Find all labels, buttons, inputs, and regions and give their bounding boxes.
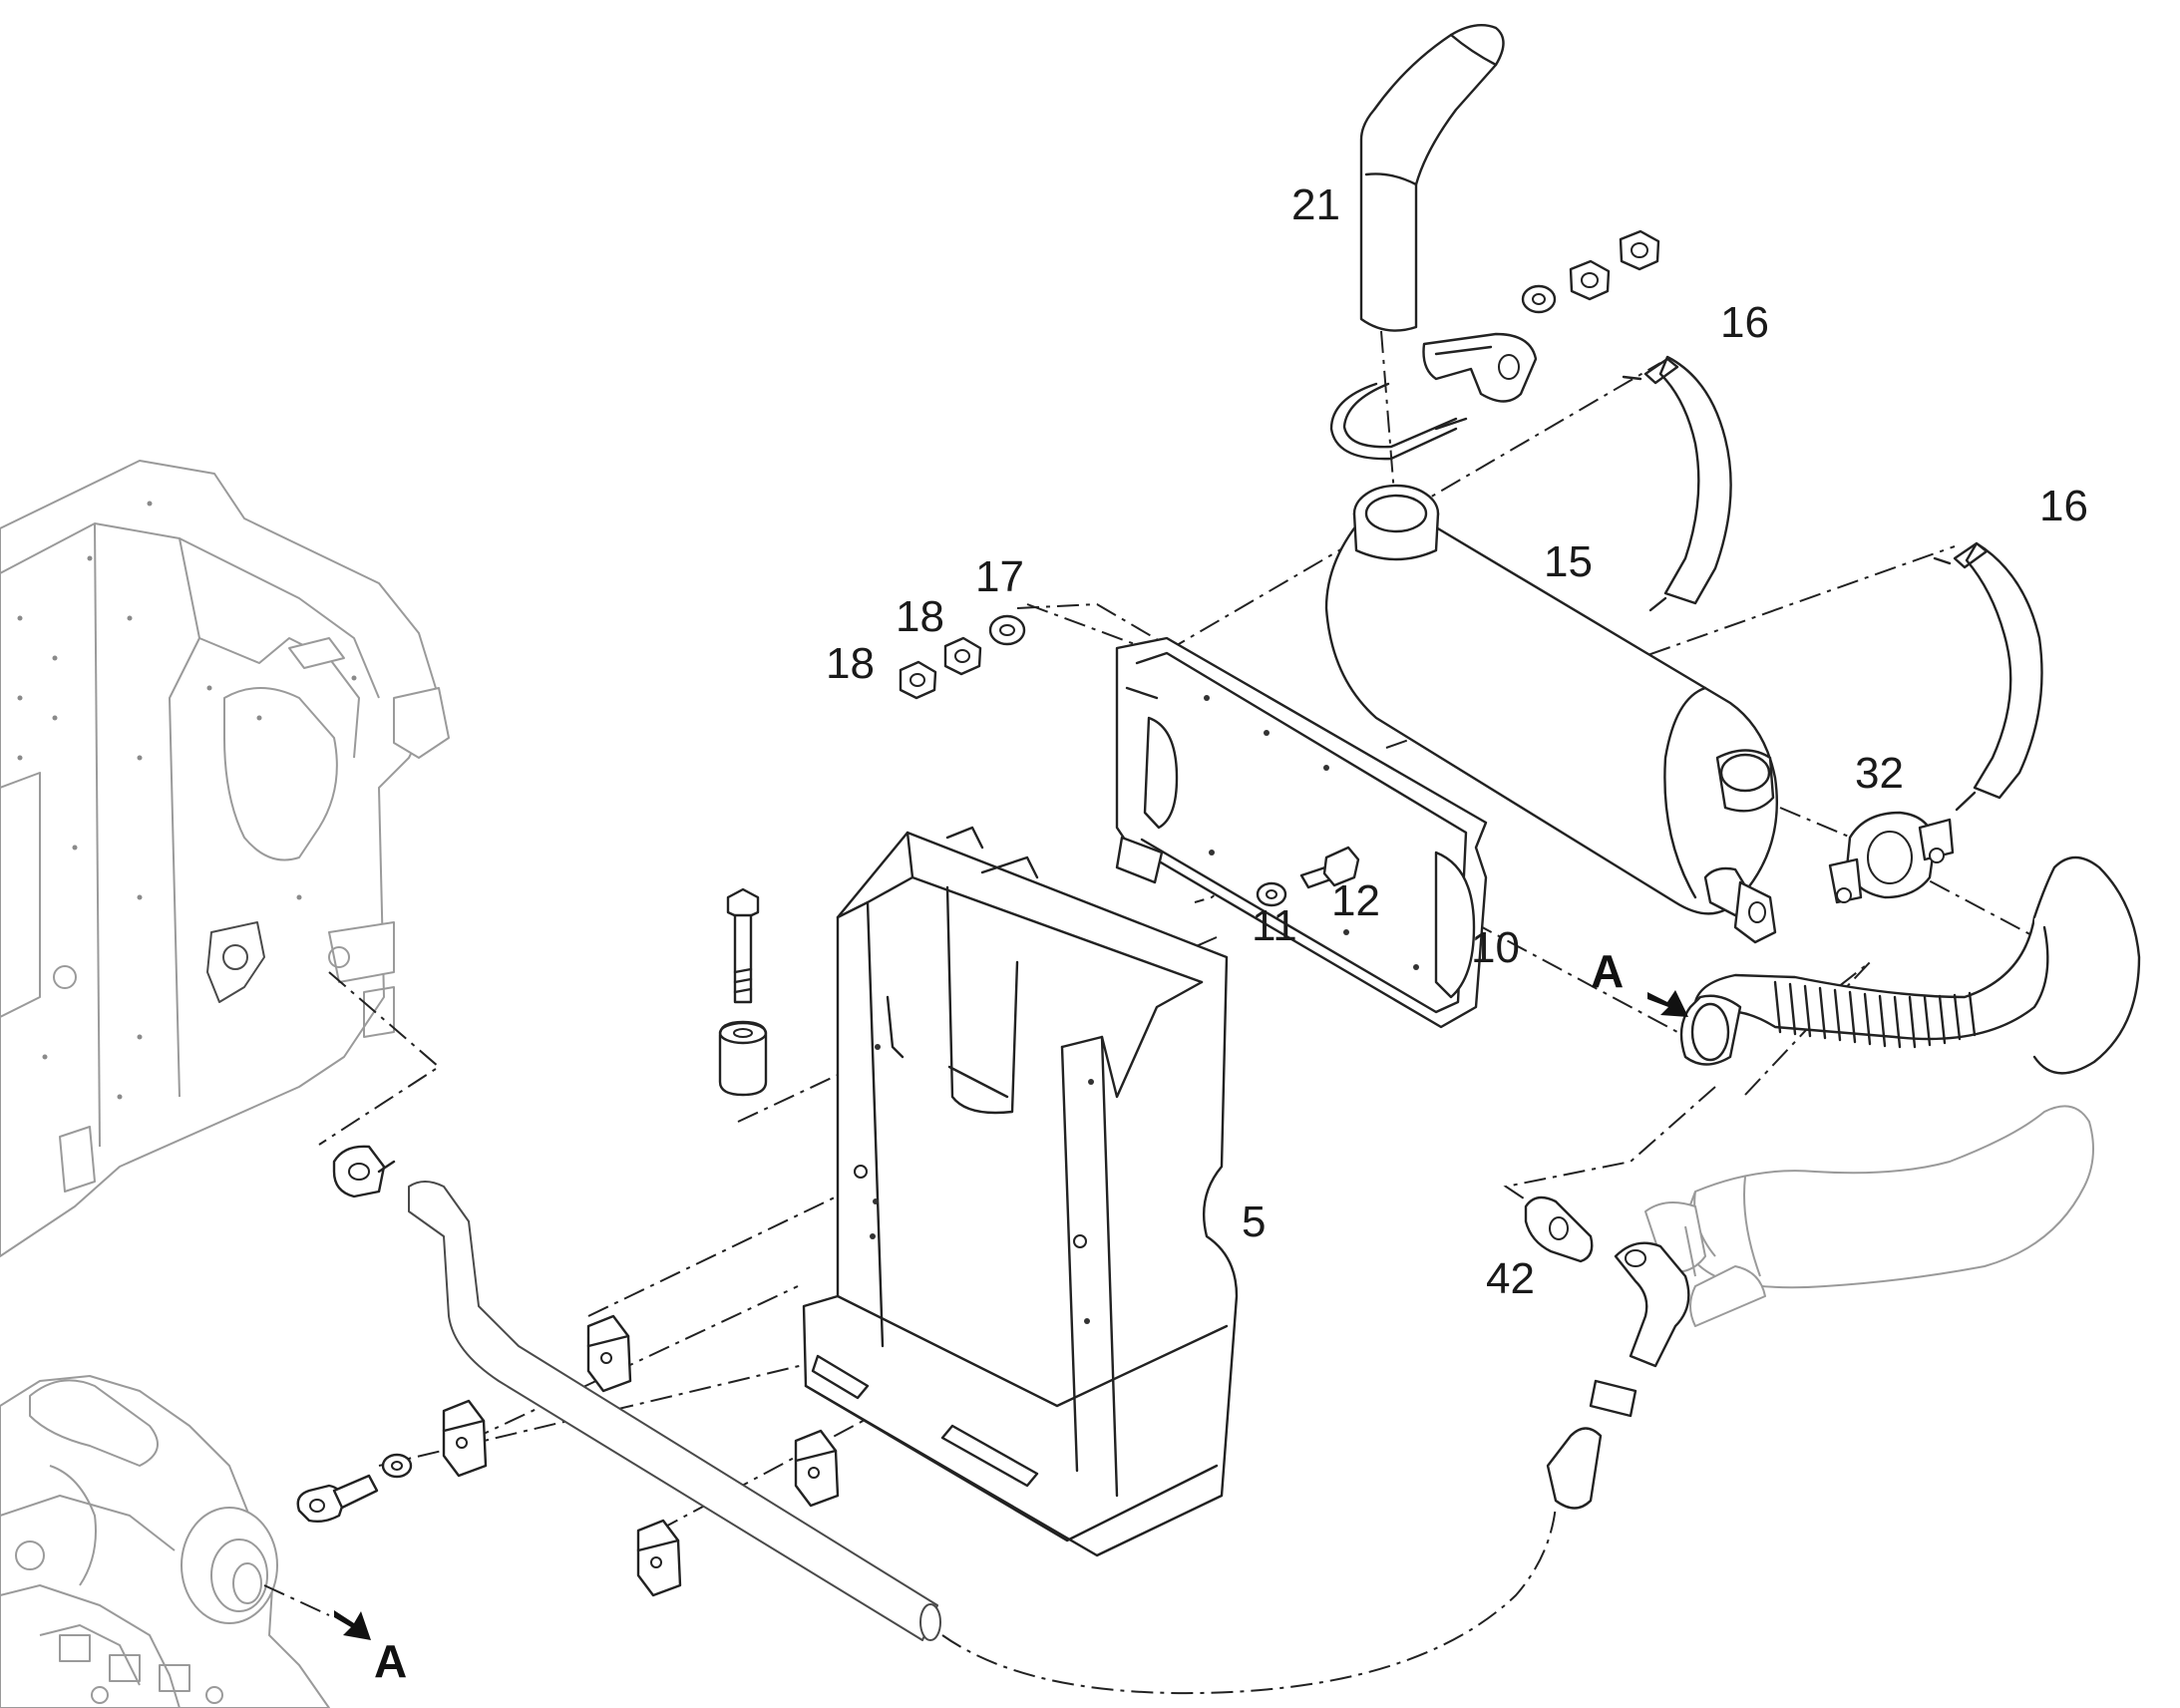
bolt-and-spacer [718, 887, 768, 1097]
part-17-washer [988, 614, 1026, 646]
callout-32: 32 [1855, 749, 1904, 798]
view-marker-a-bottom: A [374, 1635, 407, 1687]
part-42-gasket [1524, 1196, 1594, 1263]
view-arrow-right-icon [1647, 990, 1688, 1017]
pipe-assembly-ghost [1644, 1105, 2094, 1327]
callout-18-lower: 18 [826, 639, 875, 688]
callout-5: 5 [1242, 1197, 1266, 1246]
washer-lower [381, 1453, 413, 1479]
part-18-nut-a [943, 636, 982, 676]
callout-17: 17 [975, 552, 1024, 601]
callout-11: 11 [1252, 901, 1297, 950]
part-5-box-bracket [802, 826, 1239, 1557]
part-18-nut-b [899, 660, 937, 700]
corrugated-pipe [1679, 855, 2141, 1075]
part-21-tail-pipe [1359, 24, 1505, 332]
bolt-lower [296, 1474, 379, 1524]
small-clamp-d [636, 1519, 682, 1597]
exhaust-pipe-run [332, 1145, 941, 1641]
small-clamp-b [442, 1399, 488, 1478]
u-bolt-clamp [1329, 332, 1538, 461]
part-16-strap-lower [1933, 541, 2043, 812]
washer-nut-stack-top [1521, 229, 1660, 314]
engine-ghost [0, 1375, 330, 1708]
callout-16-lower: 16 [2039, 482, 2088, 530]
callout-21: 21 [1291, 180, 1340, 229]
small-clamp-a [586, 1314, 632, 1393]
callout-10: 10 [1471, 923, 1520, 972]
machine-frame-ghost [0, 460, 450, 1257]
callout-12: 12 [1331, 876, 1380, 925]
part-32-clamp [1828, 811, 1955, 904]
callout-16-upper: 16 [1720, 298, 1769, 347]
part-16-strap-upper [1622, 355, 1732, 612]
callout-18-upper: 18 [896, 592, 944, 641]
part-12-bolt [1299, 846, 1360, 889]
part-15-muffler [1324, 484, 1779, 944]
callout-15: 15 [1544, 537, 1593, 586]
view-arrow-bottom-icon [334, 1610, 371, 1640]
part-10-mounting-frame [1115, 636, 1488, 1029]
lower-elbow [1546, 1241, 1690, 1510]
view-marker-a-right: A [1591, 945, 1624, 997]
part-11-washer [1256, 881, 1287, 907]
callout-42: 42 [1486, 1254, 1535, 1303]
small-clamp-c [794, 1429, 840, 1508]
